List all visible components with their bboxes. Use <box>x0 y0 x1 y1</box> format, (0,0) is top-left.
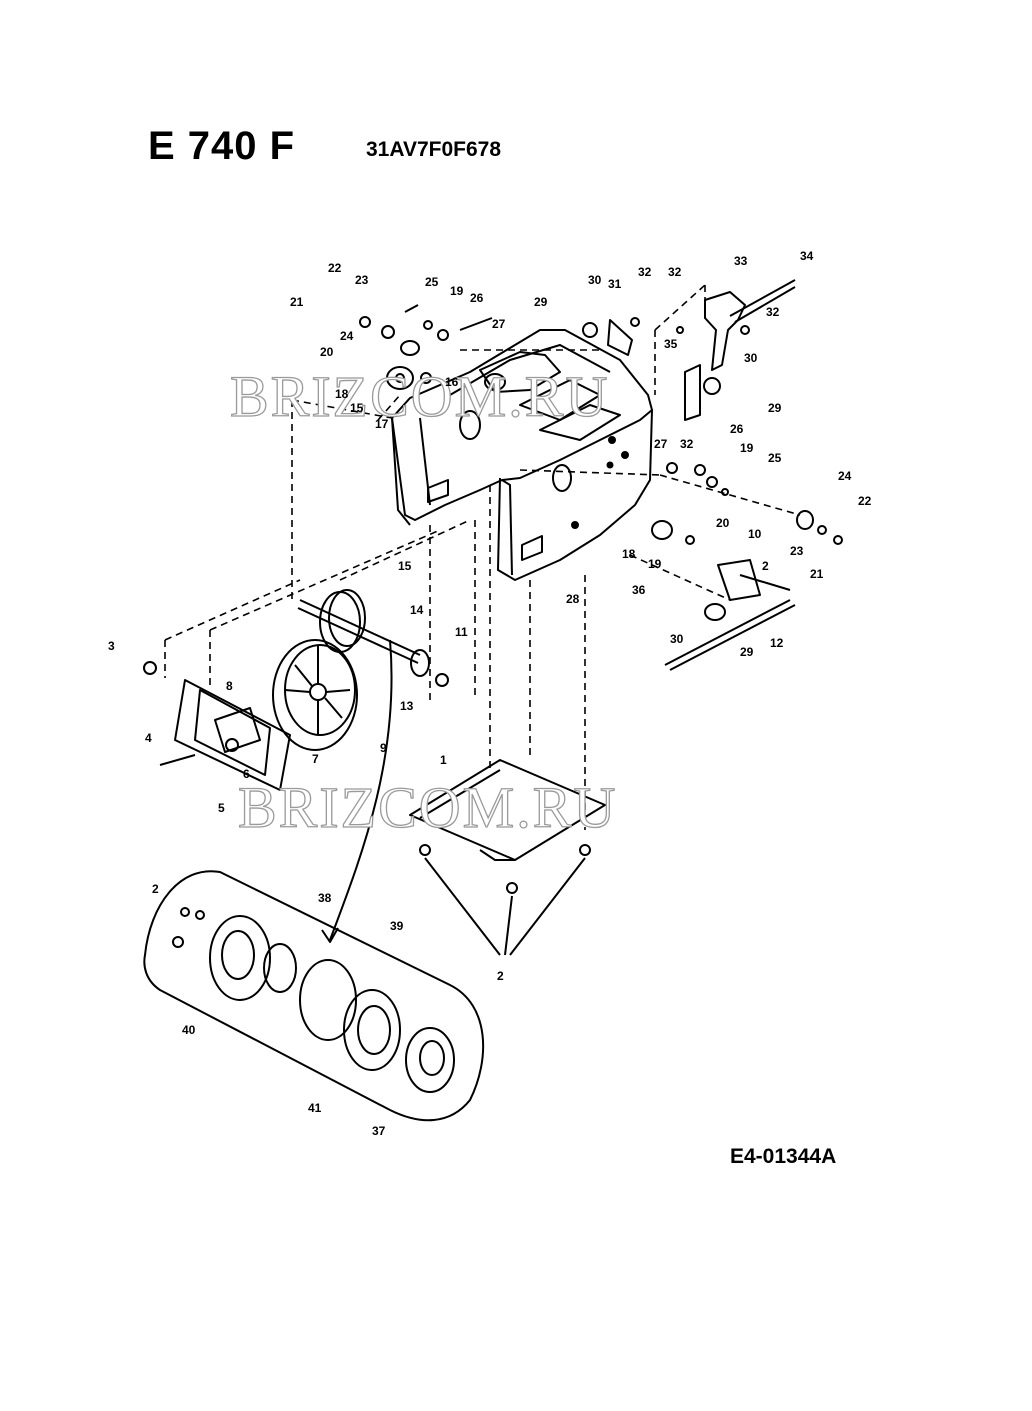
drawing-reference: E4-01344A <box>730 1145 837 1168</box>
model-number: 31AV7F0F678 <box>366 138 502 161</box>
axle-gear <box>297 589 449 687</box>
part-label: 38 <box>318 891 332 905</box>
diagram-title: E 740 F <box>148 124 296 168</box>
part-label: 22 <box>858 494 872 508</box>
part-label: 29 <box>534 295 548 309</box>
watermark-top: BRIZCOM.RU <box>230 364 609 429</box>
part-label: 20 <box>320 345 334 359</box>
part-label: 29 <box>740 645 754 659</box>
gearbox-detail-inset <box>143 870 485 1122</box>
part-label: 34 <box>800 249 814 263</box>
part-label: 32 <box>766 305 780 319</box>
leader-lines-dashed <box>164 284 801 830</box>
part-label: 19 <box>450 284 464 298</box>
right-shaft-parts <box>651 462 843 671</box>
base-plate <box>409 759 606 861</box>
part-label: 11 <box>455 625 468 639</box>
detail-arrow <box>329 639 393 941</box>
part-label: 27 <box>654 437 668 451</box>
part-label: 1 <box>440 753 447 767</box>
part-label: 23 <box>790 544 804 558</box>
part-label: 6 <box>243 767 250 781</box>
part-label: 17 <box>375 417 389 431</box>
pulley-wheel <box>272 639 358 751</box>
part-label: 21 <box>290 295 304 309</box>
part-label: 23 <box>355 273 369 287</box>
part-label: 26 <box>470 291 484 305</box>
part-label: 29 <box>768 401 782 415</box>
part-label: 37 <box>372 1124 386 1138</box>
part-label: 41 <box>308 1101 322 1115</box>
part-label: 2 <box>497 969 504 983</box>
part-label: 10 <box>748 527 762 541</box>
shift-lever-assembly <box>676 279 796 421</box>
part-label: 26 <box>730 422 744 436</box>
part-label: 24 <box>340 329 354 343</box>
part-label: 18 <box>622 547 636 561</box>
part-label: 9 <box>380 741 387 755</box>
part-label: 28 <box>566 592 580 606</box>
part-label: 40 <box>182 1023 196 1037</box>
part-label: 8 <box>226 679 233 693</box>
watermark-bottom: BRIZCOM.RU <box>238 775 617 840</box>
part-label: 30 <box>744 351 758 365</box>
part-label: 25 <box>768 451 782 465</box>
part-label: 27 <box>492 317 506 331</box>
part-label: 3 <box>108 639 115 653</box>
part-label: 18 <box>335 387 349 401</box>
bracket-plate <box>143 661 291 791</box>
part-label: 21 <box>810 567 824 581</box>
part-label: 2 <box>152 882 159 896</box>
part-label: 4 <box>145 731 152 745</box>
part-label: 30 <box>588 273 602 287</box>
part-label: 2 <box>762 559 769 573</box>
part-label: 25 <box>425 275 439 289</box>
part-label: 32 <box>668 265 682 279</box>
part-label: 19 <box>740 441 754 455</box>
part-label: 19 <box>648 557 662 571</box>
part-label: 22 <box>328 261 342 275</box>
part-label: 14 <box>410 603 424 617</box>
part-label: 33 <box>734 254 748 268</box>
part-label: 32 <box>680 437 694 451</box>
top-fasteners <box>359 304 640 391</box>
part-label: 20 <box>716 516 730 530</box>
part-label: 12 <box>770 636 784 650</box>
part-label: 39 <box>390 919 404 933</box>
part-label: 7 <box>312 752 319 766</box>
part-label: 16 <box>445 375 459 389</box>
part-label: 15 <box>398 559 412 573</box>
part-label: 36 <box>632 583 646 597</box>
part-label: 15 <box>350 401 364 415</box>
part-label: 31 <box>608 277 622 291</box>
gear-housing <box>391 329 653 581</box>
part-label: 30 <box>670 632 684 646</box>
part-label: 24 <box>838 469 852 483</box>
part-label: 35 <box>664 337 678 351</box>
base-bolts <box>419 844 591 956</box>
part-label: 5 <box>218 801 225 815</box>
part-label: 32 <box>638 265 652 279</box>
part-number-callouts: 22 23 21 25 19 26 24 27 20 16 18 15 17 2… <box>108 249 872 1138</box>
part-label: 13 <box>400 699 414 713</box>
